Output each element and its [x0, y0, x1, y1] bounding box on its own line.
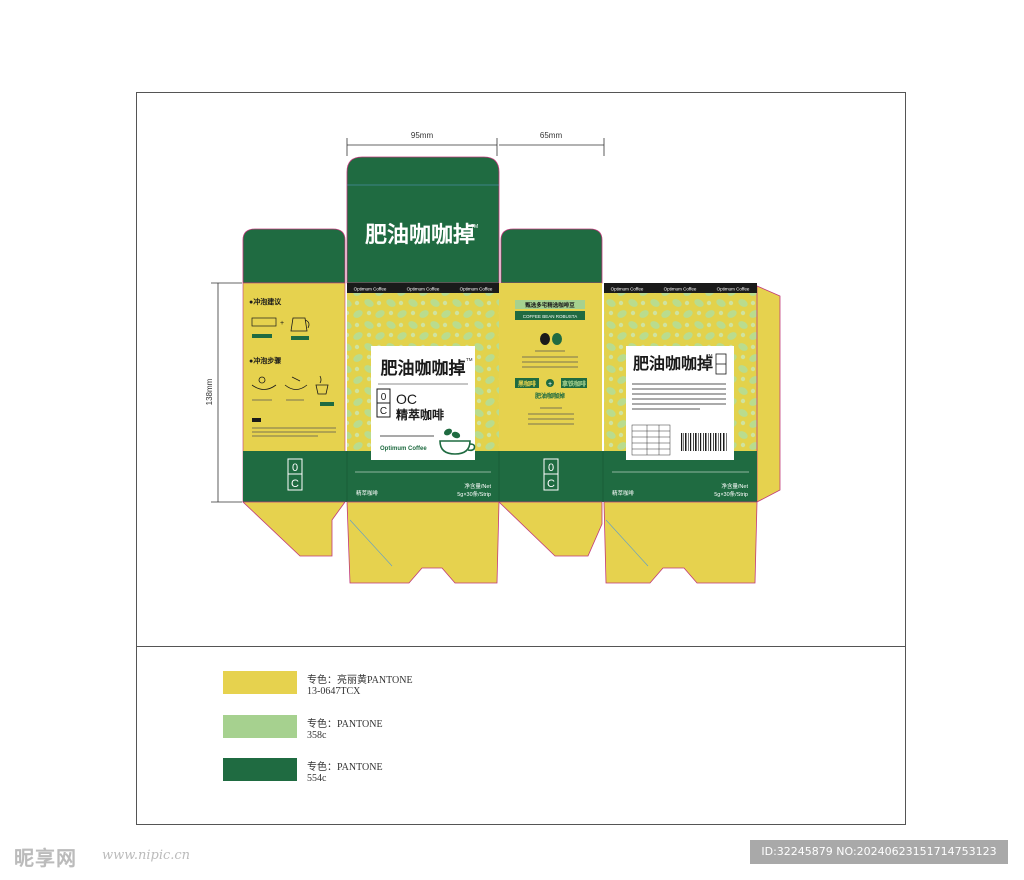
side-subtitle: COFFEE BEAN ROBUSTA [523, 314, 577, 319]
back-strip-text-3: Optimum Coffee [717, 287, 750, 292]
depth-label: 65mm [540, 131, 563, 140]
tag-plus: + [548, 381, 552, 388]
tag-left: 黑咖啡 [518, 380, 536, 388]
front-short-name: OC [396, 391, 417, 407]
lid-brand-name: 肥油咖咖掉 [365, 222, 475, 247]
back-info-text [632, 383, 726, 410]
watermark-id: ID:32245879 NO:20240623151714753123 [750, 840, 1008, 864]
coffee-bean-icon [540, 333, 562, 345]
front-tm: TM [466, 357, 473, 362]
back-strip-text-1: Optimum Coffee [611, 287, 644, 292]
back-product-label: 精萃咖啡 [612, 489, 635, 497]
left-oc-top: 0 [292, 462, 298, 474]
front-strip-text-1: Optimum Coffee [354, 287, 387, 292]
tag-right: 拿铁咖啡 [561, 380, 586, 388]
left-panel-small-text [252, 399, 336, 437]
front-strip-text-2: Optimum Coffee [407, 287, 440, 292]
sachet-icon [251, 317, 277, 327]
lid-tm: TM [471, 224, 478, 230]
front-oc-top: 0 [381, 392, 387, 403]
front-brand-name: 肥油咖咖掉 [381, 358, 466, 378]
bottom-flap-back [603, 501, 758, 584]
step-icons [251, 375, 329, 395]
width-label: 95mm [411, 131, 434, 140]
back-strip-text-2: Optimum Coffee [664, 287, 697, 292]
bottom-flap-front [346, 501, 500, 584]
front-oc-bottom: C [380, 406, 387, 417]
artboard-frame [136, 92, 906, 825]
front-net-label: 净含量/Net [464, 482, 491, 490]
front-top-strip [347, 283, 499, 293]
tag-plus-bg [546, 379, 554, 387]
nutrition-table [631, 424, 671, 456]
swatch-dark-green [223, 758, 297, 781]
instructions-plus: + [280, 320, 284, 327]
instr-badge-2 [291, 336, 309, 340]
instructions-title-1: ●冲泡建议 [249, 297, 282, 306]
tag-right-bg [561, 378, 587, 388]
instr-badge-3 [320, 402, 334, 406]
front-tagline: Optimum Coffee [380, 446, 427, 452]
front-strip-text-3: Optimum Coffee [460, 287, 493, 292]
legend-divider [136, 646, 906, 647]
tip-badge [252, 418, 261, 422]
swatch-yellow [223, 671, 297, 694]
side-title-bar [515, 300, 585, 309]
right-top-flap [500, 228, 603, 284]
height-label: 138mm [205, 378, 214, 405]
instr-badge-1 [252, 334, 272, 338]
left-oc-logo [287, 458, 303, 491]
top-lid-flap [346, 156, 500, 284]
barcode [681, 433, 727, 451]
side-small-text [522, 350, 578, 425]
watermark-url: www.nipic.cn [102, 848, 191, 863]
swatch-light-green [223, 715, 297, 738]
side-subtitle-bar [515, 311, 585, 320]
side-title: 甄选多宅精选咖啡豆 [525, 301, 575, 309]
tag-left-bg [515, 378, 539, 388]
front-product-name: 精萃咖啡 [396, 407, 444, 422]
front-net-value: 5g×30条/Strip [457, 490, 491, 498]
right-oc-bottom: C [547, 478, 555, 490]
back-net-value: 5g×30条/Strip [714, 490, 748, 498]
box-dieline: 95mm 65mm 138mm 肥油咖咖掉 TM Optimum Coffee … [205, 131, 781, 584]
instructions-title-2: ●冲泡步骤 [249, 356, 281, 365]
bottom-flap-right [498, 501, 603, 557]
bottom-flap-left [241, 501, 346, 557]
back-tm: TM [706, 353, 713, 358]
back-net-label: 净含量/Net [721, 482, 748, 490]
kettle-icon [290, 317, 310, 332]
front-product-label: 精萃咖啡 [356, 489, 379, 497]
right-oc-logo [543, 458, 559, 491]
back-brand-name: 肥油咖咖掉 [633, 354, 713, 373]
glue-flap [756, 285, 781, 503]
watermark-site: 昵享网 [14, 846, 77, 870]
dimension-lines [211, 138, 605, 503]
left-top-flap [242, 228, 346, 284]
left-oc-bottom: C [291, 478, 299, 490]
coffee-cup-icon [439, 428, 476, 455]
right-oc-top: 0 [548, 462, 554, 474]
tag-bottom: 肥油咖咖掉 [535, 392, 565, 400]
back-top-strip [604, 283, 757, 293]
